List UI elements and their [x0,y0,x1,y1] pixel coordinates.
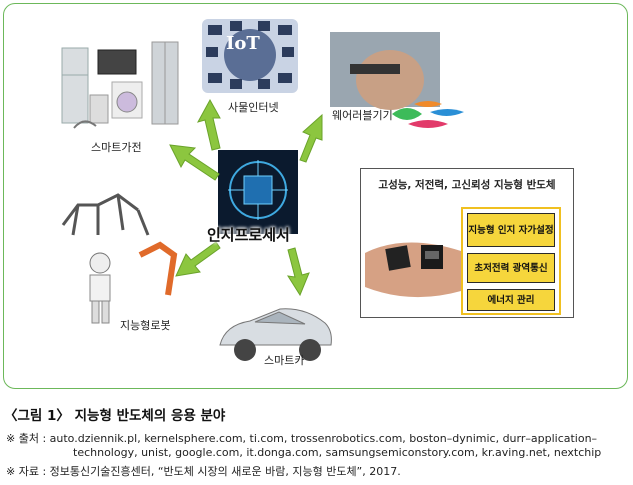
feature-low-power-comm: 초저전력 광역통신 [467,253,555,283]
node-label-wearables: 웨어러블기기 [332,107,393,123]
panel-title: 고성능, 저전력, 고신뢰성 지능형 반도체 [361,177,573,192]
arrow-to-wearables [300,115,322,162]
node-label-robots: 지능형로봇 [120,317,171,333]
source-note-line1: ※ 출처 : auto.dziennik.pl, kernelsphere.co… [6,430,597,446]
semiconductor-panel: 고성능, 저전력, 고신뢰성 지능형 반도체 지능형 인지 자가설정 초저전력 … [360,168,574,318]
source-note-line2: technology, unist, google.com, it.donga.… [73,446,601,459]
chip-on-finger-image [365,203,465,315]
reference-note: ※ 자료 : 정보통신기술진흥센터, “반도체 시장의 새로운 바람, 지능형 … [6,463,401,479]
arrow-to-robots [176,242,220,276]
arrow-to-car [288,248,309,295]
node-label-iot: 사물인터넷 [228,99,279,115]
figure-caption-title: 〈그림 1〉 지능형 반도체의 응용 분야 [4,404,225,424]
node-label-car: 스마트카 [264,352,304,368]
arrow-to-iot [198,100,220,150]
feature-cognitive-config: 지능형 인지 자가설정 [467,213,555,247]
node-label-home-appliances: 스마트가전 [91,139,142,155]
feature-energy-mgmt: 에너지 관리 [467,289,555,311]
node-label-center: 인지프로세서 [207,224,290,245]
